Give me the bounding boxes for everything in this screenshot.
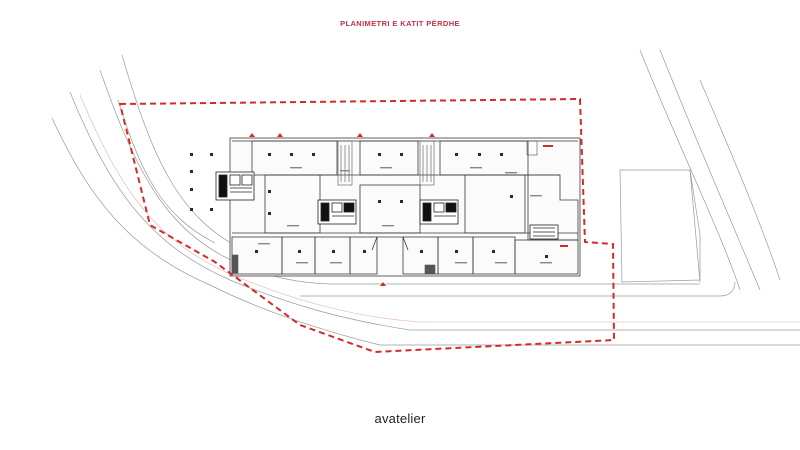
stair-core-left bbox=[215, 171, 255, 201]
road-bottom-edge bbox=[300, 281, 736, 297]
building-outer-wall bbox=[229, 137, 581, 277]
ramp-right bbox=[526, 140, 538, 156]
shaft-2 bbox=[419, 140, 435, 186]
brand-logo: avatelier bbox=[0, 411, 800, 426]
column bbox=[420, 250, 423, 253]
road-right-3 bbox=[699, 79, 781, 281]
column bbox=[255, 250, 258, 253]
road-edge-3 bbox=[117, 99, 216, 244]
column bbox=[210, 208, 213, 211]
road-edge-1 bbox=[99, 69, 700, 285]
column bbox=[210, 153, 213, 156]
neighbour-outline bbox=[619, 169, 701, 283]
stair-cores bbox=[215, 171, 559, 240]
entrance-arrow bbox=[357, 133, 363, 137]
entrance-arrow bbox=[429, 133, 435, 137]
column bbox=[492, 250, 495, 253]
column bbox=[190, 170, 193, 173]
column bbox=[400, 153, 403, 156]
column bbox=[290, 153, 293, 156]
column bbox=[455, 250, 458, 253]
road-curb-left-inner bbox=[69, 91, 800, 331]
block-right bbox=[464, 174, 526, 234]
columns bbox=[190, 153, 548, 258]
road-edge-2 bbox=[121, 54, 241, 249]
shaft-1 bbox=[337, 140, 353, 186]
stair-core-right bbox=[419, 199, 459, 225]
entrance-arrow bbox=[249, 133, 255, 137]
entrance-angle bbox=[371, 236, 409, 251]
stair-core-center bbox=[317, 199, 357, 225]
column bbox=[332, 250, 335, 253]
column bbox=[455, 153, 458, 156]
entrance-arrow bbox=[380, 282, 386, 286]
shafts bbox=[231, 140, 538, 275]
neighbour-wall bbox=[689, 169, 701, 283]
column bbox=[510, 195, 513, 198]
entrance-mark bbox=[543, 145, 553, 147]
shop-2 bbox=[359, 140, 419, 176]
column bbox=[363, 250, 366, 253]
column bbox=[268, 153, 271, 156]
road-right-1 bbox=[639, 49, 741, 291]
room-tags bbox=[258, 167, 552, 264]
column bbox=[378, 153, 381, 156]
shop-7 bbox=[349, 236, 378, 275]
building bbox=[229, 137, 581, 277]
column bbox=[190, 208, 193, 211]
column bbox=[312, 153, 315, 156]
column bbox=[190, 153, 193, 156]
stair-core-east bbox=[529, 224, 559, 240]
shop-11 bbox=[514, 239, 579, 275]
column bbox=[378, 200, 381, 203]
column bbox=[298, 250, 301, 253]
road-curb-left-outer bbox=[51, 117, 800, 346]
column bbox=[400, 200, 403, 203]
column bbox=[545, 255, 548, 258]
stair-bottom bbox=[424, 264, 436, 275]
road-right-2 bbox=[659, 49, 761, 291]
column bbox=[190, 188, 193, 191]
neighbour-building bbox=[619, 169, 701, 283]
column bbox=[268, 190, 271, 193]
brand-logo-text: avatelier bbox=[374, 411, 426, 426]
page-title: PLANIMETRI E KATIT PËRDHE bbox=[340, 19, 460, 28]
site-boundary bbox=[118, 97, 616, 354]
entrance-markers bbox=[249, 133, 568, 286]
column bbox=[268, 212, 271, 215]
entrance-mark bbox=[560, 245, 568, 247]
column bbox=[500, 153, 503, 156]
entrance-arrow bbox=[277, 133, 283, 137]
column bbox=[478, 153, 481, 156]
ramp-left bbox=[231, 254, 239, 274]
